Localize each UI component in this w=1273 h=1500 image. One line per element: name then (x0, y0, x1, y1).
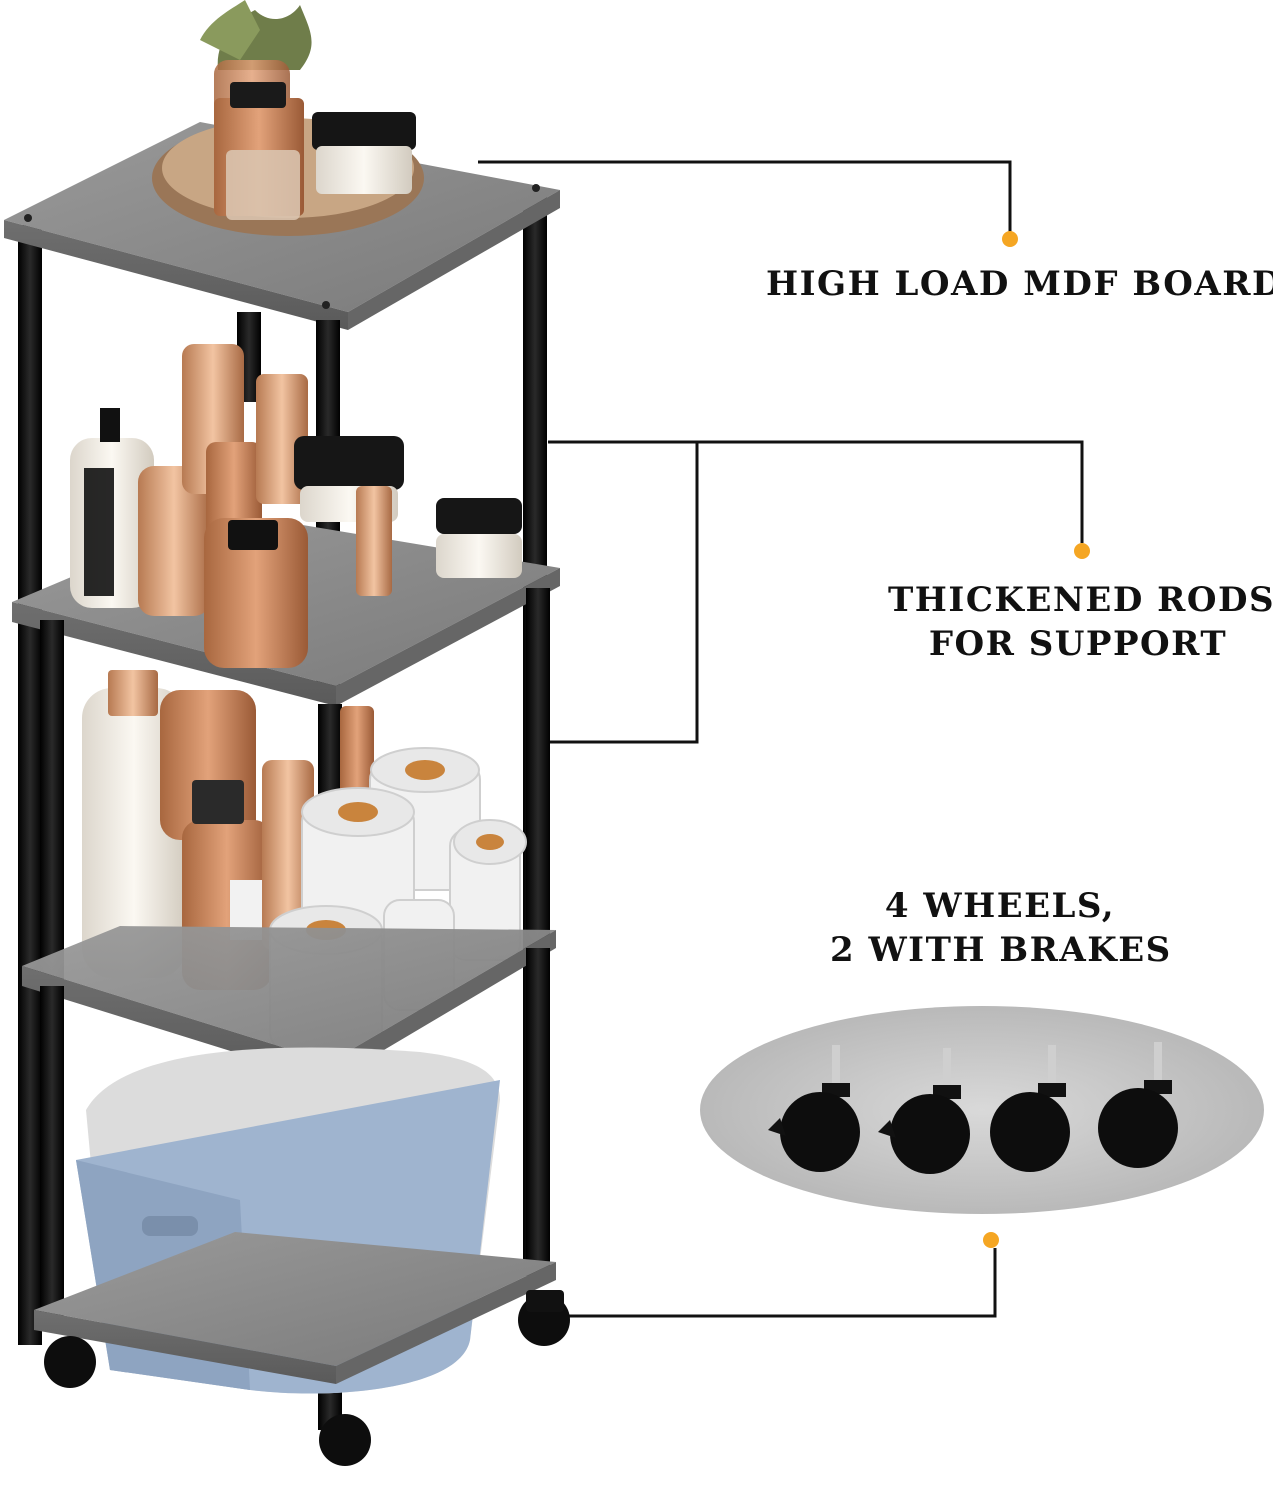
callout-dot-icon (983, 1232, 999, 1248)
feature-label-line: HIGH LOAD MDF BOARD (766, 264, 1273, 304)
feature-label-wheels: 4 WHEELS, 2 WITH BRAKES (830, 884, 1170, 972)
caster-wheel-icon (768, 1045, 860, 1172)
feature-label-line: 2 WITH BRAKES (830, 930, 1172, 970)
feature-label-line: THICKENED RODS (888, 580, 1273, 620)
feature-label-line: 4 WHEELS, (884, 886, 1116, 926)
callout-dot-icon (1002, 231, 1018, 247)
caster-wheel-icon (1098, 1042, 1178, 1168)
feature-label-line: FOR SUPPORT (928, 624, 1228, 664)
caster-wheel-icon (990, 1045, 1070, 1172)
callout-dot-icon (1074, 543, 1090, 559)
callout-lines (478, 160, 1084, 1318)
caster-wheel-icon (44, 1290, 570, 1466)
feature-label-mdf-board: HIGH LOAD MDF BOARD (766, 262, 1273, 306)
wheels-inset (700, 1006, 1264, 1214)
caster-wheel-icon (878, 1048, 970, 1174)
feature-label-thickened-rods: THICKENED RODS FOR SUPPORT (888, 578, 1273, 666)
callout-dots (983, 231, 1090, 1248)
shelf-unit (4, 0, 570, 1466)
